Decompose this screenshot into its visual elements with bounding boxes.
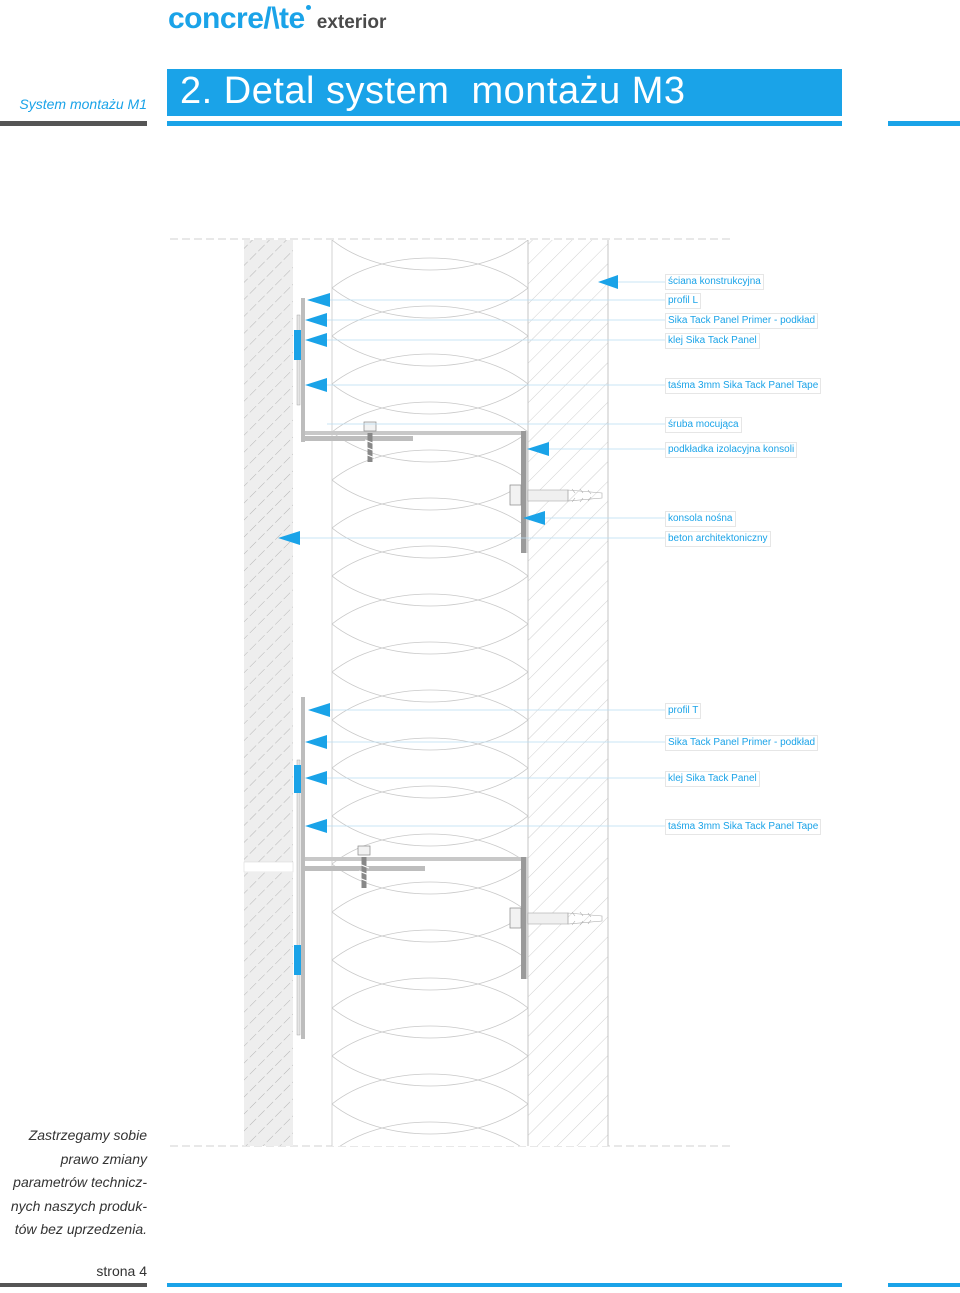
disclaimer: Zastrzegamy sobie prawo zmiany parametró… xyxy=(0,1124,147,1242)
concrete-panel-lower xyxy=(244,872,293,1146)
title-divider xyxy=(167,121,842,126)
structural-wall xyxy=(527,240,609,1146)
logo-wordmark: concre/\te xyxy=(168,2,305,35)
label-glue-lower: klej Sika Tack Panel xyxy=(665,771,760,787)
page-number: strona 4 xyxy=(96,1263,147,1279)
disclaimer-line: nych naszych produk- xyxy=(10,1197,147,1214)
label-primer-upper: Sika Tack Panel Primer - podkład xyxy=(665,313,819,329)
insulation-layer xyxy=(331,240,528,1146)
disclaimer-line: prawo zmiany xyxy=(60,1150,147,1167)
arrow-icon xyxy=(308,703,330,717)
brand-logo: concre/\te exterior xyxy=(168,2,386,36)
disclaimer-line: Zastrzegamy sobie xyxy=(28,1127,147,1143)
arrow-icon xyxy=(305,735,327,749)
label-profile-t: profil T xyxy=(665,703,702,719)
title-band xyxy=(167,69,842,116)
arrow-icon xyxy=(527,442,549,456)
profile-l-upper xyxy=(294,298,413,442)
label-profile-l: profil L xyxy=(665,293,702,309)
footer-divider-left xyxy=(0,1283,147,1287)
label-screw: śruba mocująca xyxy=(665,417,742,433)
arrow-icon xyxy=(305,819,327,833)
screw-upper xyxy=(363,421,377,462)
logo-dot-icon xyxy=(305,5,311,10)
logo-subtitle: exterior xyxy=(316,12,387,33)
right-divider xyxy=(888,121,960,126)
label-wall: ściana konstrukcyjna xyxy=(665,274,764,290)
screw-lower xyxy=(357,845,371,888)
footer-divider-mid xyxy=(167,1283,842,1287)
anchor-lower xyxy=(509,907,603,929)
anchor-upper xyxy=(509,484,603,506)
label-tape-lower: taśma 3mm Sika Tack Panel Tape xyxy=(665,819,822,835)
concrete-panel-upper xyxy=(244,240,293,862)
arrow-icon xyxy=(598,275,618,289)
disclaimer-line: parametrów technicz- xyxy=(13,1174,147,1190)
arrow-icon xyxy=(523,511,545,525)
label-concrete: beton architektoniczny xyxy=(665,531,771,547)
label-bracket: konsola nośna xyxy=(665,511,736,527)
arrow-icon xyxy=(305,333,327,347)
bracket-upper xyxy=(305,431,528,553)
arrow-icon xyxy=(305,313,327,327)
side-divider xyxy=(0,121,147,126)
arrow-icon xyxy=(307,293,330,307)
disclaimer-line: tów bez uprzedzenia. xyxy=(14,1221,147,1237)
arrow-icon xyxy=(305,771,327,785)
label-glue-upper: klej Sika Tack Panel xyxy=(665,333,760,349)
label-washer: podkładka izolacyjna konsoli xyxy=(665,442,798,458)
label-tape-upper: taśma 3mm Sika Tack Panel Tape xyxy=(665,378,822,394)
callout-arrows xyxy=(278,275,618,833)
arrow-icon xyxy=(278,531,300,545)
label-primer-lower: Sika Tack Panel Primer - podkład xyxy=(665,735,819,751)
footer-divider-right xyxy=(888,1283,960,1287)
panel-joint xyxy=(243,861,294,873)
section-side-title: System montażu M1 xyxy=(19,96,147,112)
bracket-lower xyxy=(305,857,528,979)
arrow-icon xyxy=(305,378,327,392)
page-title: 2. Detal system montażu M3 xyxy=(180,70,686,112)
leader-lines xyxy=(300,281,666,827)
